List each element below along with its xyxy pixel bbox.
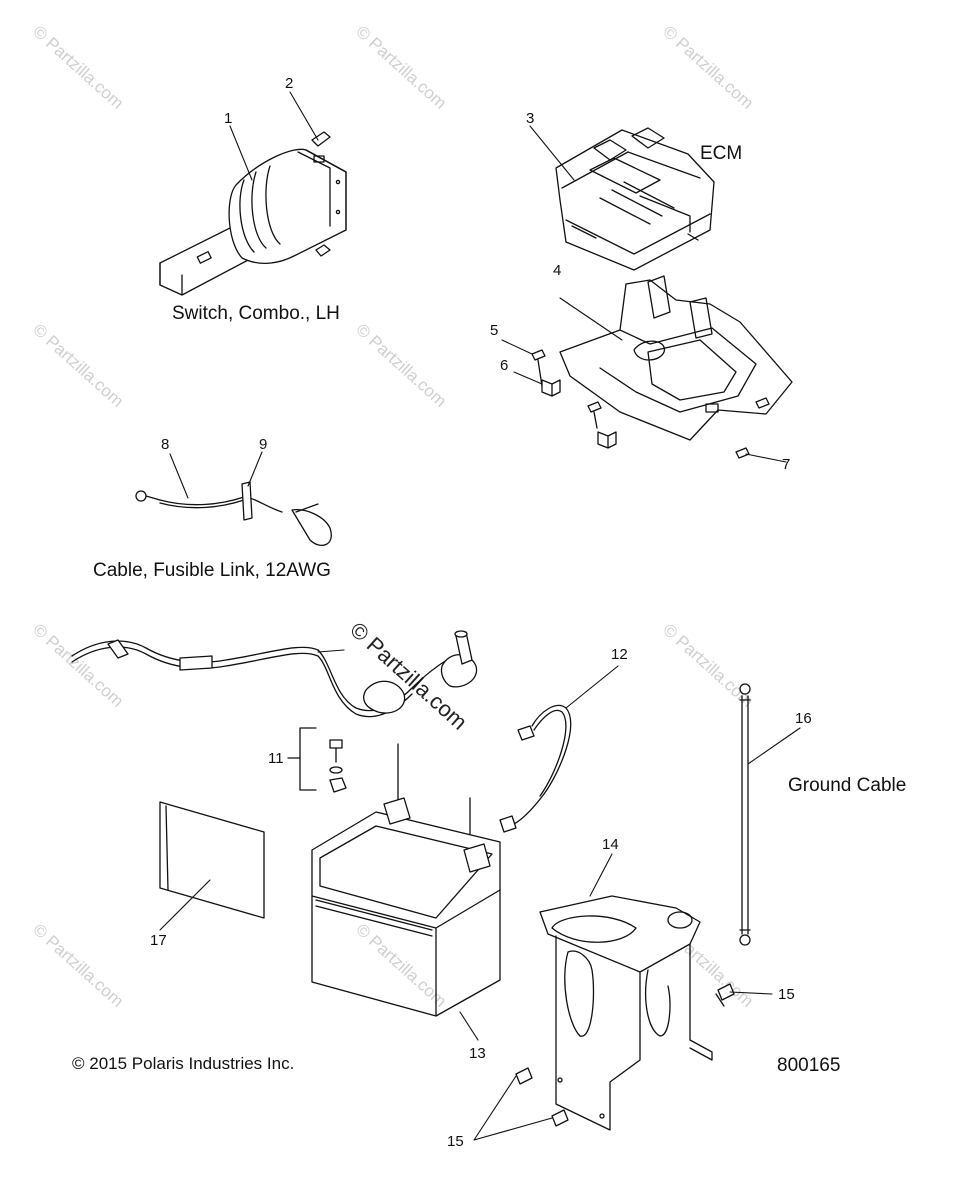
callout-15: 15: [778, 986, 795, 1003]
ecm-part: [555, 127, 715, 271]
callout-2: 2: [285, 75, 294, 92]
combo-switch-part: [159, 131, 347, 296]
callout-1: 1: [224, 110, 233, 127]
screws-15: [515, 983, 735, 1127]
copyright-notice: © 2015 Polaris Industries Inc.: [72, 1054, 295, 1073]
screws-5-7: [531, 349, 770, 459]
battery-13: [311, 797, 501, 1017]
callout-9: 9: [259, 436, 268, 453]
callout-17: 17: [150, 932, 167, 949]
callout-13: 13: [469, 1045, 486, 1062]
callout-12: 12: [611, 646, 628, 663]
battery-hardware-11: [287, 727, 471, 847]
ground-cable-16: [739, 683, 751, 946]
caption-ecm: ECM: [700, 143, 743, 164]
battery-bracket-14: [539, 895, 713, 1131]
caption-switch: Switch, Combo., LH: [172, 303, 340, 324]
battery-main-cable-part: [71, 630, 478, 718]
caption-ground-cable: Ground Cable: [788, 775, 907, 796]
callout-15: 15: [447, 1133, 464, 1150]
callout-14: 14: [602, 836, 619, 853]
callout-11: 11: [268, 750, 284, 767]
callout-16: 16: [795, 710, 812, 727]
callout-4: 4: [553, 262, 562, 279]
callout-5: 5: [490, 322, 499, 339]
clips-6: [541, 379, 617, 449]
callout-6: 6: [500, 357, 509, 374]
caption-fusible-link-cable: Cable, Fusible Link, 12AWG: [93, 560, 331, 581]
callout-7: 7: [782, 456, 791, 473]
callout-8: 8: [161, 436, 170, 453]
leader-lines: [159, 91, 801, 1141]
callout-3: 3: [526, 110, 535, 127]
diagram-id: 800165: [777, 1055, 841, 1076]
battery-cable-12: [499, 704, 572, 833]
ecm-tray-part: [559, 275, 793, 441]
fusible-link-cable-part: [135, 481, 332, 546]
battery-pad-17: [159, 801, 265, 919]
